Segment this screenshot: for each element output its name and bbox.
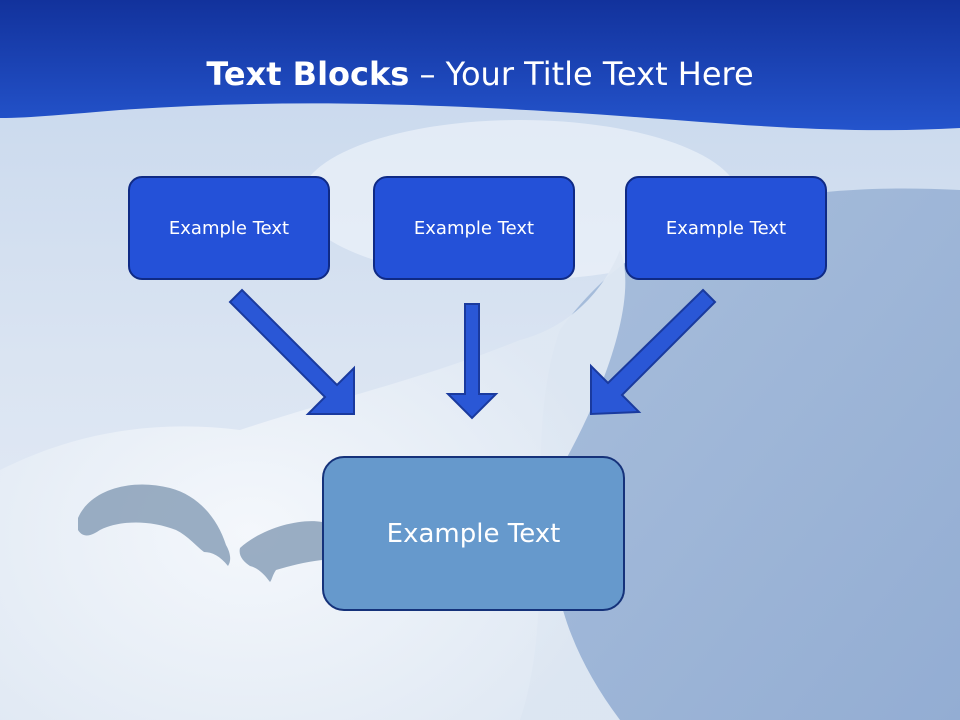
title-dash: – — [409, 55, 446, 93]
wave-shape — [520, 188, 960, 720]
arrow-middle-down — [445, 303, 499, 420]
slide-title: Text Blocks – Your Title Text Here — [0, 52, 960, 96]
text-block-middle-label: Example Text — [413, 217, 535, 239]
dolphin-right — [239, 521, 322, 582]
text-block-middle[interactable]: Example Text — [373, 176, 575, 280]
text-block-left-label: Example Text — [168, 217, 290, 239]
center-text-block-label: Example Text — [386, 518, 561, 549]
text-block-right-label: Example Text — [665, 217, 787, 239]
text-block-left[interactable]: Example Text — [128, 176, 330, 280]
text-block-right[interactable]: Example Text — [625, 176, 827, 280]
dolphin-left — [78, 484, 231, 566]
header-band — [0, 0, 960, 131]
arrow-right-diagonal — [590, 288, 717, 416]
title-bold-part: Text Blocks — [206, 55, 410, 93]
arrow-left-diagonal — [228, 288, 355, 415]
title-rest: Your Title Text Here — [445, 55, 754, 93]
center-text-block[interactable]: Example Text — [322, 456, 625, 611]
